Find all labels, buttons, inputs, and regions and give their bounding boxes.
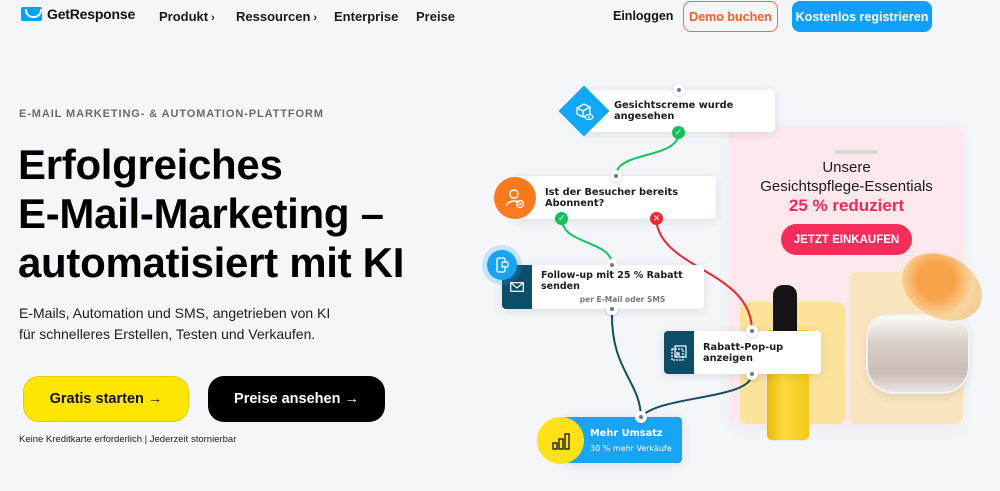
subtitle-line: E-Mails, Automation und SMS, angetrieben… bbox=[19, 305, 331, 321]
result-sublabel: 30 % mehr Verkäufe bbox=[590, 443, 672, 453]
trigger-label: Gesichtscreme wurde angesehen bbox=[614, 100, 734, 122]
nav-item-preise[interactable]: Preise bbox=[416, 9, 456, 24]
eyebrow-label: E-MAIL MARKETING- & AUTOMATION-PLATTFORM bbox=[19, 108, 324, 120]
cream-jar-image bbox=[866, 239, 994, 394]
connector-dot bbox=[746, 325, 758, 337]
subtitle-line: für schnelleres Erstellen, Testen und Ve… bbox=[19, 326, 316, 342]
trigger-node[interactable]: Gesichtscreme wurde angesehen bbox=[582, 90, 775, 132]
connector-dot bbox=[610, 170, 622, 182]
login-link[interactable]: Einloggen bbox=[613, 9, 674, 23]
promo-title: Unsere Gesichtspflege-Essentials bbox=[730, 158, 963, 196]
logo-mark-icon bbox=[21, 7, 42, 21]
followup-node[interactable]: Follow-up mit 25 % Rabatt senden per E-M… bbox=[502, 265, 704, 309]
hero-subtitle: E-Mails, Automation und SMS, angetrieben… bbox=[19, 303, 330, 345]
nav-item-label: Produkt bbox=[159, 9, 209, 24]
no-cross-icon: ✕ bbox=[650, 212, 663, 225]
view-pricing-button[interactable]: Preise ansehen → bbox=[208, 376, 385, 422]
start-free-button[interactable]: Gratis starten → bbox=[23, 376, 189, 422]
connector-dot bbox=[673, 84, 685, 96]
box-eye-icon bbox=[576, 103, 594, 121]
check-icon: ✓ bbox=[672, 126, 685, 139]
connector-dot bbox=[635, 411, 647, 423]
phone-icon bbox=[487, 250, 517, 280]
popup-icon bbox=[671, 344, 687, 361]
chevron-right-icon: › bbox=[211, 12, 215, 24]
nav-item-ressourcen[interactable]: Ressourcen› bbox=[236, 9, 317, 24]
connector-dot bbox=[606, 303, 618, 315]
nav-item-produkt[interactable]: Produkt› bbox=[159, 9, 215, 24]
promo-title-line: Gesichtspflege-Essentials bbox=[760, 178, 933, 195]
popup-icon-panel bbox=[664, 331, 694, 374]
connector-dot bbox=[746, 368, 758, 380]
logo-text: GetResponse bbox=[47, 6, 136, 22]
top-navigation: GetResponse Produkt› Ressourcen› Enterpr… bbox=[0, 0, 1000, 32]
bottle-dropper bbox=[773, 285, 797, 333]
popup-node[interactable]: Rabatt-Pop-up anzeigen bbox=[664, 331, 821, 374]
fine-print: Keine Kreditkarte erforderlich | Jederze… bbox=[19, 434, 237, 445]
logo[interactable]: GetResponse bbox=[21, 6, 135, 22]
result-label: Mehr Umsatz bbox=[590, 427, 663, 439]
title-line: automatisiert mit KI bbox=[18, 239, 405, 286]
promo-title-line: Unsere bbox=[822, 159, 871, 176]
bar-chart-icon bbox=[537, 417, 584, 464]
followup-label: Follow-up mit 25 % Rabatt senden bbox=[541, 270, 683, 292]
nav-item-label: Ressourcen bbox=[236, 9, 311, 24]
condition-label: Ist der Besucher bereits Abonnent? bbox=[545, 186, 679, 209]
jar-glass bbox=[866, 314, 970, 394]
chevron-right-icon: › bbox=[313, 12, 318, 24]
followup-text: Follow-up mit 25 % Rabatt senden per E-M… bbox=[541, 270, 704, 304]
followup-sublabel: per E-Mail oder SMS bbox=[579, 295, 666, 304]
nav-item-enterprise[interactable]: Enterprise bbox=[334, 9, 399, 24]
drag-handle bbox=[834, 150, 878, 154]
page-title: Erfolgreiches E-Mail-Marketing – automat… bbox=[18, 140, 404, 287]
envelope-icon bbox=[510, 282, 524, 292]
yes-check-icon: ✓ bbox=[555, 212, 568, 225]
title-line: Erfolgreiches bbox=[18, 141, 283, 188]
register-button[interactable]: Kostenlos registrieren bbox=[792, 1, 932, 32]
connector-dot bbox=[606, 259, 618, 271]
book-demo-button[interactable]: Demo buchen bbox=[683, 1, 778, 32]
promo-discount: 25 % reduziert bbox=[788, 196, 905, 215]
title-line: E-Mail-Marketing – bbox=[18, 190, 384, 237]
shop-now-button[interactable]: JETZT EINKAUFEN bbox=[781, 224, 912, 255]
user-check-icon bbox=[494, 177, 536, 219]
condition-node[interactable]: Ist der Besucher bereits Abonnent? bbox=[515, 176, 716, 219]
popup-label: Rabatt-Pop-up anzeigen bbox=[703, 341, 784, 364]
